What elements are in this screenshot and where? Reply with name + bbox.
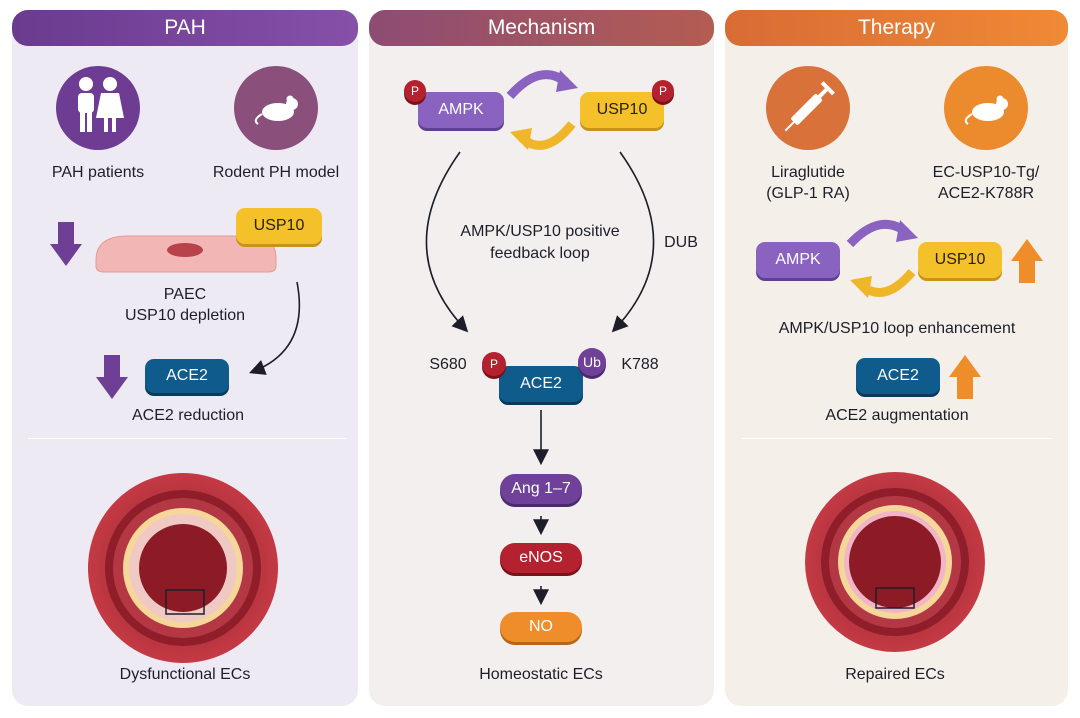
down-arrow-icon	[96, 355, 128, 399]
usp10-to-ace2-arrow	[611, 151, 655, 333]
ampk-to-ace2-arrow	[425, 151, 469, 333]
mouse-icon	[944, 66, 1028, 150]
up-arrow-icon	[949, 355, 981, 399]
therapy-divider	[742, 438, 1052, 439]
therapy-panel-title: Therapy	[725, 10, 1068, 46]
ampk-pill: AMPK	[418, 92, 504, 128]
phospho-badge: P	[404, 80, 426, 102]
feedback-loop-label-line2: feedback loop	[490, 245, 590, 262]
phospho-badge: P	[652, 80, 674, 102]
ampk-pill: AMPK	[756, 242, 840, 278]
usp10-to-ace2-arrow	[249, 281, 301, 375]
liraglutide-label-line1: Liraglutide	[771, 164, 845, 181]
ace2-pill: ACE2	[856, 358, 940, 394]
ace2-pill: ACE2	[499, 366, 583, 402]
dysfunctional-vessel-icon	[88, 473, 278, 663]
loop-enhancement-label: AMPK/USP10 loop enhancement	[778, 320, 1016, 337]
transgenic-model-label-line2: ACE2-K788R	[937, 185, 1035, 202]
people-icon	[56, 66, 140, 150]
repaired-ecs-label: Repaired ECs	[845, 666, 945, 683]
transgenic-model-label-line1: EC-USP10-Tg/	[932, 164, 1040, 181]
usp10-pill: USP10	[918, 242, 1002, 278]
up-arrow-icon	[1011, 239, 1043, 283]
phospho-badge: P	[482, 352, 506, 376]
s680-label: S680	[429, 356, 467, 373]
dysfunctional-ecs-label: Dysfunctional ECs	[119, 666, 251, 683]
ang-pill: Ang 1–7	[500, 474, 582, 504]
rodent-model-label: Rodent PH model	[212, 164, 340, 181]
paec-label: PAEC	[163, 286, 207, 303]
cycle-arrows-icon	[506, 70, 578, 150]
liraglutide-label-line2: (GLP-1 RA)	[766, 185, 850, 202]
pah-patients-label: PAH patients	[51, 164, 145, 181]
no-pill: NO	[500, 612, 582, 642]
dub-label: DUB	[664, 234, 698, 251]
usp10-depletion-label: USP10 depletion	[124, 307, 246, 324]
homeostatic-ecs-label: Homeostatic ECs	[479, 666, 603, 683]
mechanism-panel-title: Mechanism	[369, 10, 714, 46]
mouse-icon	[234, 66, 318, 150]
usp10-pill: USP10	[580, 92, 664, 128]
down-arrow-icon	[50, 222, 82, 266]
pah-divider	[28, 438, 346, 439]
pah-panel-title: PAH	[12, 10, 358, 46]
repaired-vessel-icon	[805, 472, 985, 652]
usp10-pill: USP10	[236, 208, 322, 244]
feedback-loop-label-line1: AMPK/USP10 positive	[460, 223, 620, 240]
endothelial-cell-icon	[95, 235, 277, 273]
ace2-pill: ACE2	[145, 359, 229, 393]
k788-label: K788	[621, 356, 659, 373]
enos-pill: eNOS	[500, 543, 582, 573]
ace2-augmentation-label: ACE2 augmentation	[825, 407, 969, 424]
cycle-arrows-icon	[846, 219, 918, 298]
ace2-reduction-label: ACE2 reduction	[131, 407, 245, 424]
ubiquitin-badge: Ub	[578, 348, 606, 376]
syringe-icon	[766, 66, 850, 150]
